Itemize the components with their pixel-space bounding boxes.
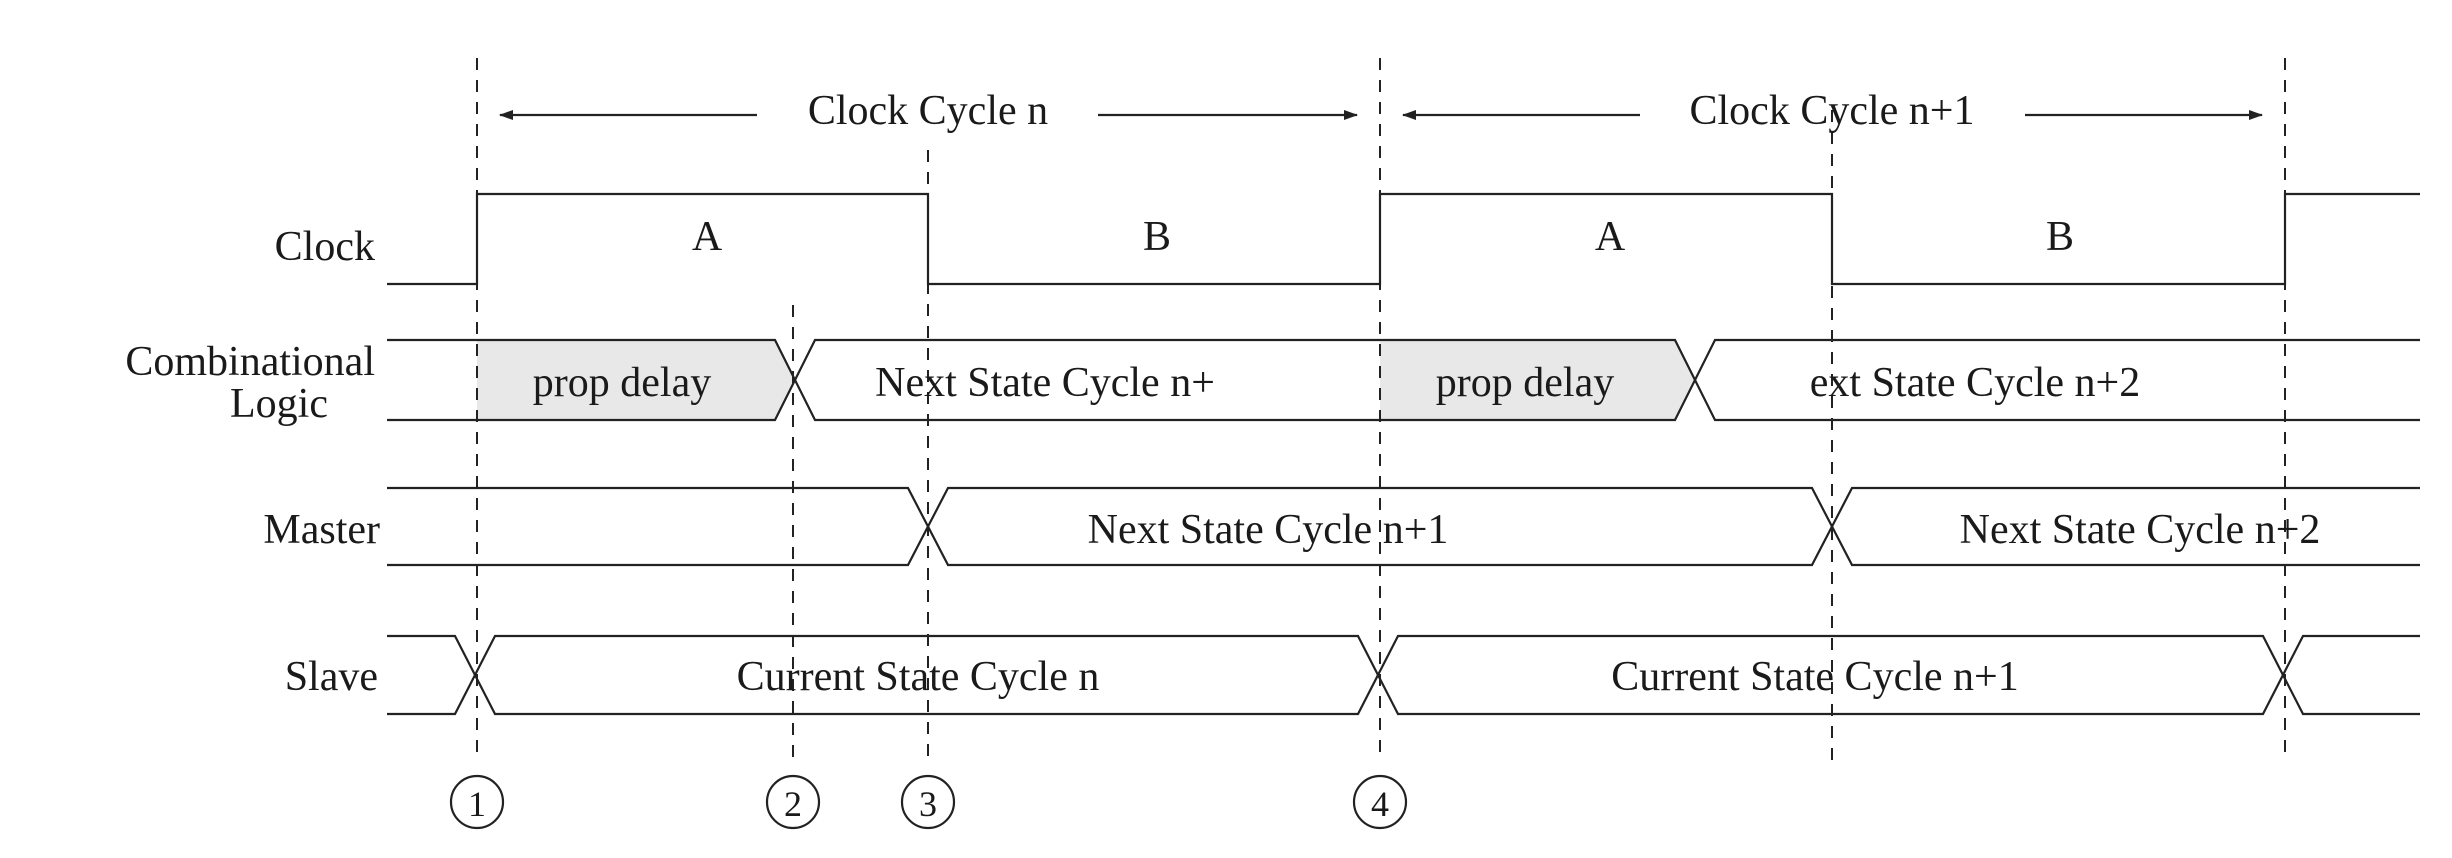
clock-phase-2: B — [1143, 214, 1171, 260]
row-label-comb-line1: Combinational — [125, 339, 375, 385]
marker-2-label: 2 — [784, 784, 802, 824]
prop-delay-shade-1 — [477, 340, 795, 420]
marker-1: 1 — [449, 774, 505, 830]
cycle-n1-label: Clock Cycle n+1 — [1690, 88, 1975, 134]
clock-phase-3: A — [1595, 214, 1626, 260]
row-label-clock: Clock — [275, 224, 375, 270]
marker-2: 2 — [765, 774, 821, 830]
master-segment-2: Next State Cycle n+2 — [1960, 507, 2321, 553]
comb-segment-3: prop delay — [1436, 360, 1614, 406]
master-segment-1: Next State Cycle n+1 — [1088, 507, 1449, 553]
marker-4-label: 4 — [1371, 784, 1389, 824]
comb-logic-bus — [387, 338, 2420, 422]
cycle-n-span: Clock Cycle n — [499, 88, 1358, 134]
cycle-n-label: Clock Cycle n — [808, 88, 1048, 134]
cycle-guides — [476, 58, 2286, 760]
row-label-master: Master — [263, 507, 380, 553]
comb-segment-4: ext State Cycle n+2 — [1810, 360, 2140, 406]
marker-3: 3 — [900, 774, 956, 830]
slave-bus — [387, 634, 2420, 716]
prop-delay-shade-2 — [1380, 340, 1695, 420]
slave-segment-2: Current State Cycle n+1 — [1611, 654, 2018, 700]
marker-1-label: 1 — [468, 784, 486, 824]
row-label-comb-line2: Logic — [230, 381, 328, 427]
comb-segment-2: Next State Cycle n+ — [875, 360, 1215, 406]
cycle-n1-span: Clock Cycle n+1 — [1402, 88, 2263, 134]
master-bus — [387, 486, 2420, 567]
comb-segment-1: prop delay — [533, 360, 711, 406]
marker-4: 4 — [1352, 774, 1408, 830]
clock-waveform — [387, 192, 2420, 286]
row-label-slave: Slave — [285, 654, 378, 700]
clock-phase-1: A — [692, 214, 723, 260]
marker-3-label: 3 — [919, 784, 937, 824]
clock-phase-4: B — [2046, 214, 2074, 260]
slave-segment-1: Current State Cycle n — [737, 654, 1100, 700]
